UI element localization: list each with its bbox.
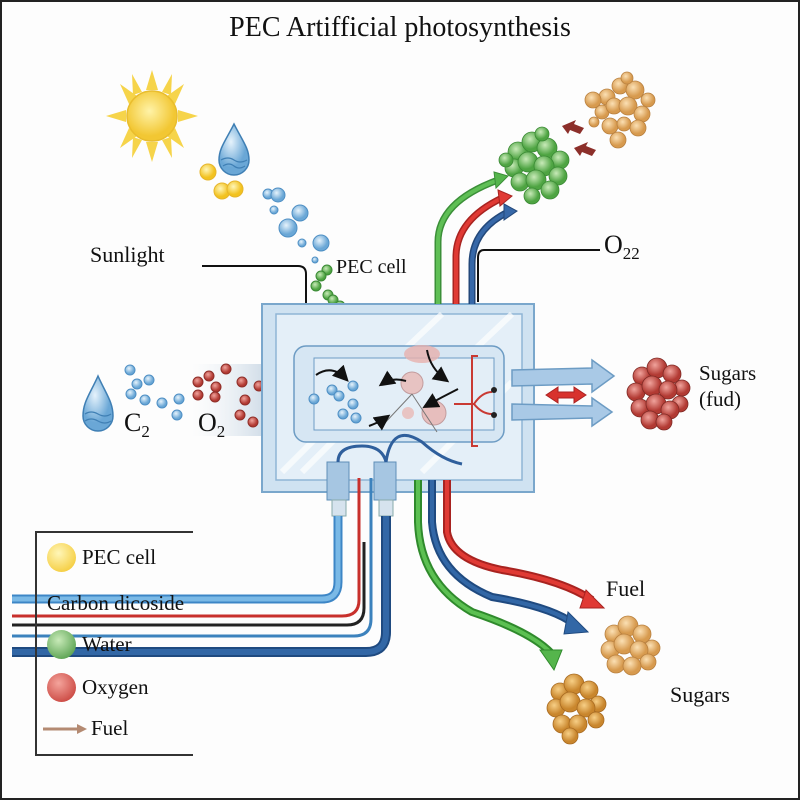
legend-item-fuel: Fuel xyxy=(37,716,128,741)
legend-item-pec-cell: PEC cell xyxy=(37,543,156,572)
legend-item-oxygen: Oxygen xyxy=(37,673,149,702)
diagram-title: PEC Artifficial photosynthesis xyxy=(229,12,571,43)
legend-item-carbon-dioxide: Carbon dicoside xyxy=(47,591,185,615)
sunlight-label: Sunlight xyxy=(90,242,165,267)
water-drop-icon-left xyxy=(82,374,114,432)
sugar-output-arrows xyxy=(511,358,616,428)
o2-left-label: O2 xyxy=(198,408,226,442)
legend: PEC cell Carbon dicoside Water Oxygen Fu… xyxy=(35,531,193,756)
yellow-circle-icon xyxy=(47,543,76,572)
pec-cell-label: PEC cell xyxy=(336,256,407,278)
legend-item-water: Water xyxy=(37,630,132,659)
pec-cell xyxy=(261,303,535,517)
oxygen-output-label: O22 xyxy=(604,230,640,264)
brown-arrow-icon xyxy=(43,723,87,734)
red-circle-icon xyxy=(47,673,76,702)
water-drop-icon xyxy=(218,122,250,176)
tan-molecule-cluster xyxy=(584,71,656,149)
c2-label: C2 xyxy=(124,408,150,442)
fuel-label: Fuel xyxy=(606,576,646,601)
sugars-fuel-label: Sugars (fud) xyxy=(699,361,757,411)
fuel-cluster xyxy=(600,615,661,676)
green-molecule-cluster xyxy=(498,126,570,205)
green-circle-icon xyxy=(47,630,76,659)
sugar-cluster-bottom xyxy=(546,673,607,745)
sugars-bottom-label: Sugars xyxy=(670,682,730,707)
sun-icon xyxy=(106,70,198,162)
red-sugar-cluster xyxy=(626,357,691,431)
